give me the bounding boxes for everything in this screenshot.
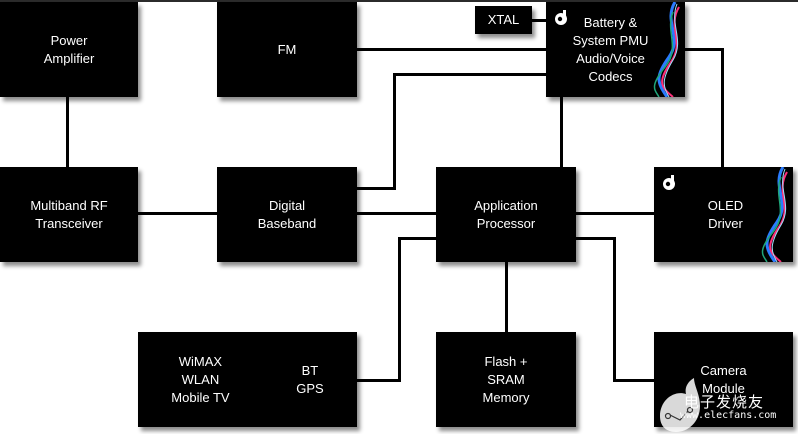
wire-baseband-ap xyxy=(357,212,436,215)
block-xtal: XTAL xyxy=(475,6,532,34)
wire-ap-wireless-v xyxy=(398,237,401,382)
wire-baseband-pmu-h2 xyxy=(393,73,546,76)
wire-rf-baseband xyxy=(138,212,217,215)
wire-xtal-pmu xyxy=(532,19,546,22)
wire-ap-camera-v xyxy=(613,237,616,382)
block-oled-driver: OLED Driver xyxy=(654,167,793,262)
block-label: Camera Module xyxy=(700,362,747,396)
brand-logo-icon xyxy=(555,10,567,25)
wire-pmu-oled-v xyxy=(721,48,724,167)
block-label: XTAL xyxy=(487,12,520,27)
watermark-chinese-text: 电子发烧友 xyxy=(684,393,765,411)
wire-pmu-ap xyxy=(560,97,563,167)
block-multiband-rf: Multiband RF Transceiver xyxy=(0,167,138,262)
block-power-amplifier: Power Amplifier xyxy=(0,2,138,97)
watermark-url: www.elecfans.com xyxy=(680,410,777,421)
block-label: Battery & System PMU Audio/Voice Codecs xyxy=(572,14,649,84)
wireless-columns: WiMAX WLAN Mobile TV BT GPS xyxy=(138,353,357,407)
block-label-left: WiMAX WLAN Mobile TV xyxy=(171,353,230,405)
block-label: FM xyxy=(277,41,297,57)
light-wave-graphic xyxy=(653,2,680,97)
block-label: OLED Driver xyxy=(707,197,744,231)
wire-ap-wireless-h1 xyxy=(398,237,436,240)
wire-ap-camera-h1 xyxy=(576,237,616,240)
block-label: Flash + SRAM Memory xyxy=(482,353,530,405)
block-label: Application Processor xyxy=(474,197,538,231)
wire-ap-camera-h2 xyxy=(613,379,654,382)
top-border xyxy=(0,0,798,2)
wire-ap-wireless-h2 xyxy=(357,379,401,382)
wire-fm-pmu xyxy=(357,48,546,51)
block-label-right: BT GPS xyxy=(296,362,324,396)
wire-ap-flash xyxy=(505,262,508,332)
block-wireless: WiMAX WLAN Mobile TV BT GPS xyxy=(138,332,357,427)
brand-logo-icon xyxy=(663,175,675,190)
block-fm: FM xyxy=(217,2,357,97)
elecfans-watermark-icon xyxy=(660,378,700,432)
light-wave-graphic xyxy=(761,167,788,262)
block-battery-pmu: Battery & System PMU Audio/Voice Codecs xyxy=(546,2,685,97)
wire-baseband-pmu-h1 xyxy=(357,187,396,190)
wire-baseband-pmu-v xyxy=(393,73,396,190)
wire-ap-oled xyxy=(576,212,654,215)
block-flash-sram: Flash + SRAM Memory xyxy=(436,332,576,427)
block-label: Power Amplifier xyxy=(43,32,95,66)
block-label: Multiband RF Transceiver xyxy=(30,197,108,231)
block-application-processor: Application Processor xyxy=(436,167,576,262)
block-digital-baseband: Digital Baseband xyxy=(217,167,357,262)
block-label: Digital Baseband xyxy=(257,197,317,231)
wire-pa-rf xyxy=(66,97,69,167)
wire-pmu-oled-h xyxy=(685,48,724,51)
